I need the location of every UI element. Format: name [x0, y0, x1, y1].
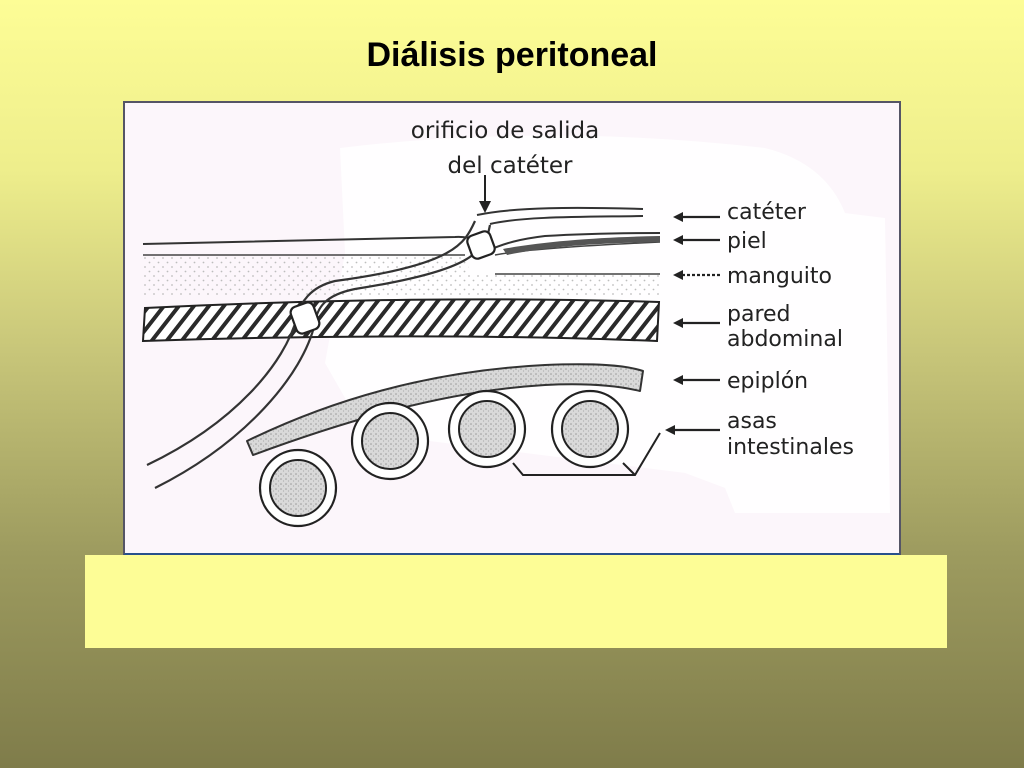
exit-site-label-line2: del catéter	[448, 153, 574, 179]
label-arrows	[672, 215, 720, 432]
abdominal-wall	[141, 298, 661, 343]
label-piel: piel	[727, 229, 767, 254]
label-cateter: catéter	[727, 200, 807, 225]
exit-site-label-line1: orificio de salida	[411, 118, 599, 144]
label-epiplon: epiplón	[727, 369, 808, 394]
slide-title: Diálisis peritoneal	[366, 36, 658, 74]
catheter-subcutaneous-outer	[154, 224, 492, 489]
outer-cuff	[466, 230, 496, 260]
diagram-frame: orificio de salida del catéter catéter p…	[123, 101, 901, 556]
loops-bracket	[512, 432, 661, 476]
caption-box	[85, 555, 947, 648]
label-pared-line1: pared	[727, 302, 791, 327]
catheter-subcutaneous	[146, 220, 477, 466]
exit-site-pointer-head	[479, 201, 491, 213]
label-asas-line1: asas	[727, 409, 777, 434]
intestinal-loops	[258, 389, 630, 528]
label-arrowheads	[665, 212, 683, 435]
catheter-tube-inner	[489, 215, 644, 225]
subcutaneous-layer	[143, 255, 660, 296]
label-manguito: manguito	[727, 264, 832, 289]
label-asas-line2: intestinales	[727, 435, 854, 460]
peritoneal-dialysis-diagram: orificio de salida del catéter catéter p…	[141, 118, 890, 528]
skin-dark-band	[503, 236, 660, 255]
catheter-tube	[476, 206, 644, 216]
label-pared-line2: abdominal	[727, 327, 843, 352]
inner-cuff	[289, 301, 321, 335]
